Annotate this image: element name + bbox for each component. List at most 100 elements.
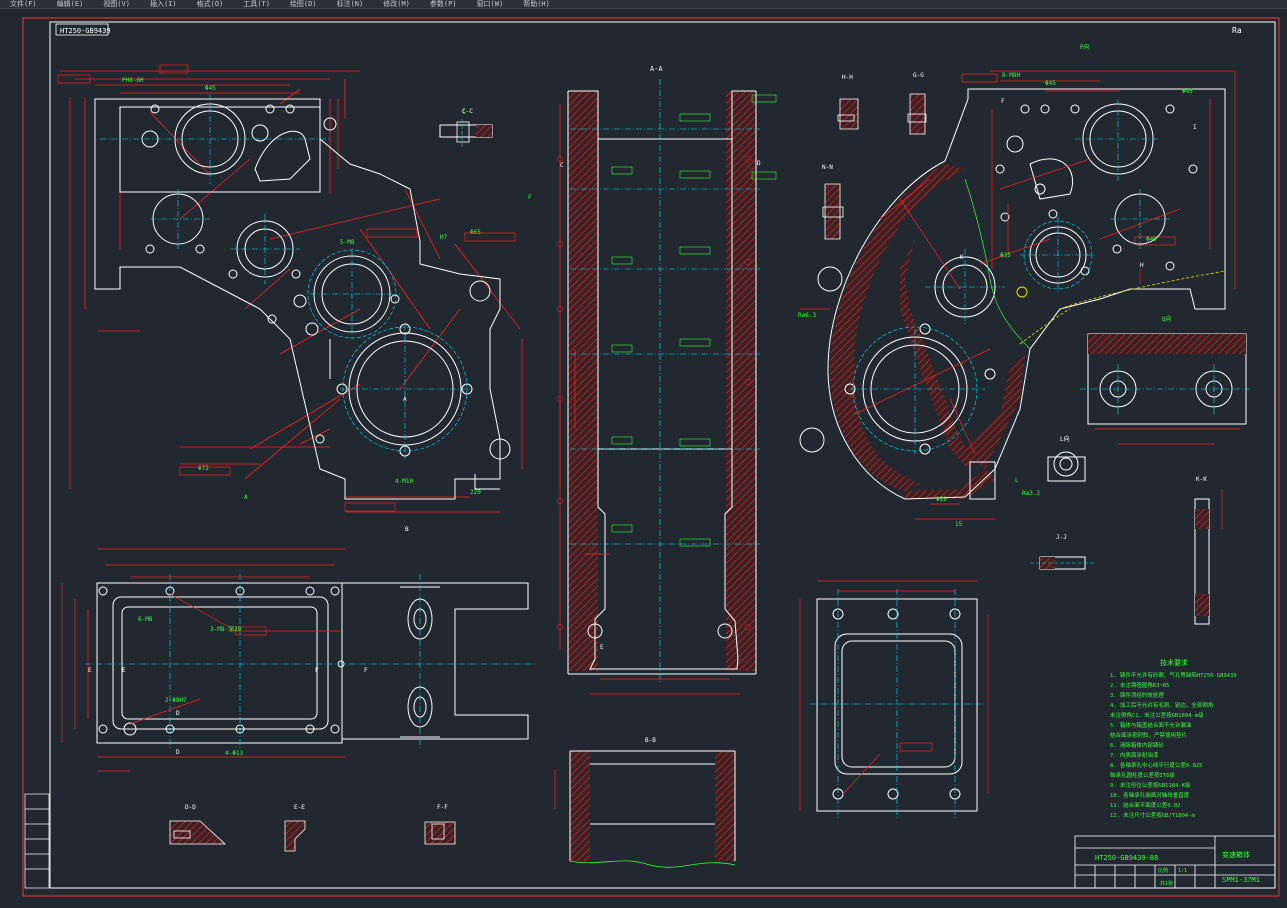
svg-text:F: F xyxy=(364,667,368,674)
cad-drawing: HT250-GB9439 Ra xyxy=(22,17,1280,897)
menu-item-4[interactable]: 格式(O) xyxy=(196,0,224,8)
svg-text:6-M8: 6-M8 xyxy=(138,616,153,623)
svg-text:8-M8H: 8-M8H xyxy=(1002,72,1020,79)
svg-text:4-M10: 4-M10 xyxy=(395,478,413,485)
inner-frame xyxy=(49,21,1276,889)
section-a-a: A-A xyxy=(556,65,777,695)
svg-text:A-A: A-A xyxy=(650,65,663,73)
tech-requirement-line: 6. 清除箱体内部铸砂 xyxy=(1110,741,1164,749)
svg-text:Φ65: Φ65 xyxy=(470,229,481,236)
svg-text:D-D: D-D xyxy=(185,804,196,811)
tech-requirement-line: 8. 各轴承孔中心线平行度公差0.025 xyxy=(1110,761,1203,769)
view-letter: K xyxy=(960,254,964,261)
svg-text:B-B: B-B xyxy=(645,737,656,744)
svg-text:Φ35: Φ35 xyxy=(1000,252,1011,259)
svg-text:5-M8: 5-M8 xyxy=(340,239,355,246)
view-letter: A xyxy=(403,396,407,403)
svg-text:Ra6.3: Ra6.3 xyxy=(798,312,816,319)
svg-text:比例: 比例 xyxy=(1158,867,1168,874)
view-letter: H xyxy=(1140,262,1144,269)
section-b-b: B-B xyxy=(554,737,736,868)
section-h-h: H-H xyxy=(837,74,859,130)
main-view xyxy=(60,70,523,513)
menu-item-7[interactable]: 标注(N) xyxy=(336,0,364,8)
menu-item-8[interactable]: 修改(M) xyxy=(383,0,410,8)
svg-text:D: D xyxy=(176,710,180,717)
top-left-tag: HT250-GB9439 xyxy=(60,27,111,35)
section-c-c: C-C xyxy=(439,108,493,149)
view-letter: E xyxy=(600,644,604,651)
menu-item-0[interactable]: 文件(F) xyxy=(10,0,37,8)
drawing-number-text: SPM1-37M1 xyxy=(1222,876,1260,884)
menu-item-1[interactable]: 编辑(E) xyxy=(56,0,84,8)
svg-text:Ra3.2: Ra3.2 xyxy=(1022,490,1040,497)
menu-item-3[interactable]: 插入(I) xyxy=(149,0,177,8)
menu-item-6[interactable]: 绘图(D) xyxy=(289,0,317,8)
svg-text:Φ40: Φ40 xyxy=(1146,236,1157,243)
right-section-view xyxy=(799,70,1236,520)
svg-text:220: 220 xyxy=(470,489,481,496)
view-l: L向 xyxy=(1047,435,1086,482)
tech-requirement-line: 2. 未注铸造圆角R3~R5 xyxy=(1110,681,1170,689)
svg-text:C-C: C-C xyxy=(462,108,473,115)
surface-symbol: Ra xyxy=(1232,26,1242,35)
svg-text:Q向: Q向 xyxy=(1162,315,1172,323)
part-name-text: 变速箱体 xyxy=(1222,850,1250,859)
svg-text:技术要求: 技术要求 xyxy=(1160,658,1188,667)
plan-view xyxy=(61,548,535,772)
outer-frame xyxy=(22,17,1280,897)
tech-requirement-line: 5. 箱体与箱盖结合面不允许漏油 xyxy=(1110,721,1192,729)
menu-item-5[interactable]: 工具(T) xyxy=(243,0,270,8)
section-d-d: D-D xyxy=(169,804,227,845)
svg-text:J-J: J-J xyxy=(1056,534,1067,541)
svg-text:Φ45: Φ45 xyxy=(205,85,216,92)
svg-text:2-Φ8H7: 2-Φ8H7 xyxy=(165,697,187,704)
title-block-text: HT250-GB9439-88 变速箱体 SPM1-37M1 比例 1:1 共1… xyxy=(1095,850,1260,887)
menu-item-9[interactable]: 参数(P) xyxy=(429,0,457,8)
tech-requirement-line: 9. 未注形位公差按GB1184-K级 xyxy=(1110,781,1191,789)
svg-text:Φ28: Φ28 xyxy=(936,496,947,503)
tolerance-frames xyxy=(57,64,1176,752)
drawing-canvas[interactable]: HT250-GB9439 Ra xyxy=(0,9,1287,904)
svg-text:共1张: 共1张 xyxy=(1160,880,1173,887)
svg-text:H7: H7 xyxy=(440,234,448,241)
left-side-panel xyxy=(24,793,50,889)
svg-text:F: F xyxy=(528,194,532,201)
view-j-j: J-J xyxy=(1030,534,1095,570)
svg-text:1:1: 1:1 xyxy=(1178,868,1187,874)
tech-requirement-line: 4. 加工后不允许有毛刺、锐边，全部倒角 xyxy=(1110,701,1213,709)
view-letter: F xyxy=(1001,98,1005,105)
svg-text:L: L xyxy=(1015,477,1019,484)
svg-text:4-Φ13: 4-Φ13 xyxy=(225,750,243,757)
tech-requirement-line: 轴承孔圆柱度公差按IT6级 xyxy=(1110,771,1175,779)
svg-text:Φ72: Φ72 xyxy=(198,465,209,472)
svg-text:A: A xyxy=(244,494,248,501)
tech-requirement-line: 7. 内表面涂耐油漆 xyxy=(1110,751,1159,759)
menu-item-10[interactable]: 窗口(W) xyxy=(476,0,504,8)
section-e-e: E-E xyxy=(284,804,306,852)
plate-view xyxy=(799,580,989,819)
section-g-g: G-G xyxy=(907,72,927,135)
svg-text:D: D xyxy=(176,749,180,756)
svg-text:Φ45: Φ45 xyxy=(1045,80,1056,87)
tech-requirement-line: 结合面涂密封胶，严禁使用垫片 xyxy=(1110,731,1187,739)
svg-text:F-F: F-F xyxy=(437,804,448,811)
svg-text:L向: L向 xyxy=(1060,435,1070,443)
menu-item-11[interactable]: 帮助(H) xyxy=(523,0,550,8)
tech-requirement-line: 3. 铸件须经时效处理 xyxy=(1110,691,1164,699)
svg-text:C: C xyxy=(462,109,466,116)
svg-text:P向: P向 xyxy=(1080,43,1090,51)
menu-item-2[interactable]: 视图(V) xyxy=(103,0,130,8)
tech-requirement-line: 12. 未注尺寸公差按GB/T1804-m xyxy=(1110,811,1196,819)
tag-box xyxy=(55,23,109,36)
svg-text:15: 15 xyxy=(955,521,963,528)
svg-text:E-E: E-E xyxy=(294,804,305,811)
view-letter: I xyxy=(1193,124,1197,131)
svg-text:K-K: K-K xyxy=(1196,476,1207,483)
view-q: Q向 xyxy=(1080,315,1250,445)
tech-requirement-line: 未注倒角C1，未注公差按GB1804-m级 xyxy=(1110,711,1204,719)
